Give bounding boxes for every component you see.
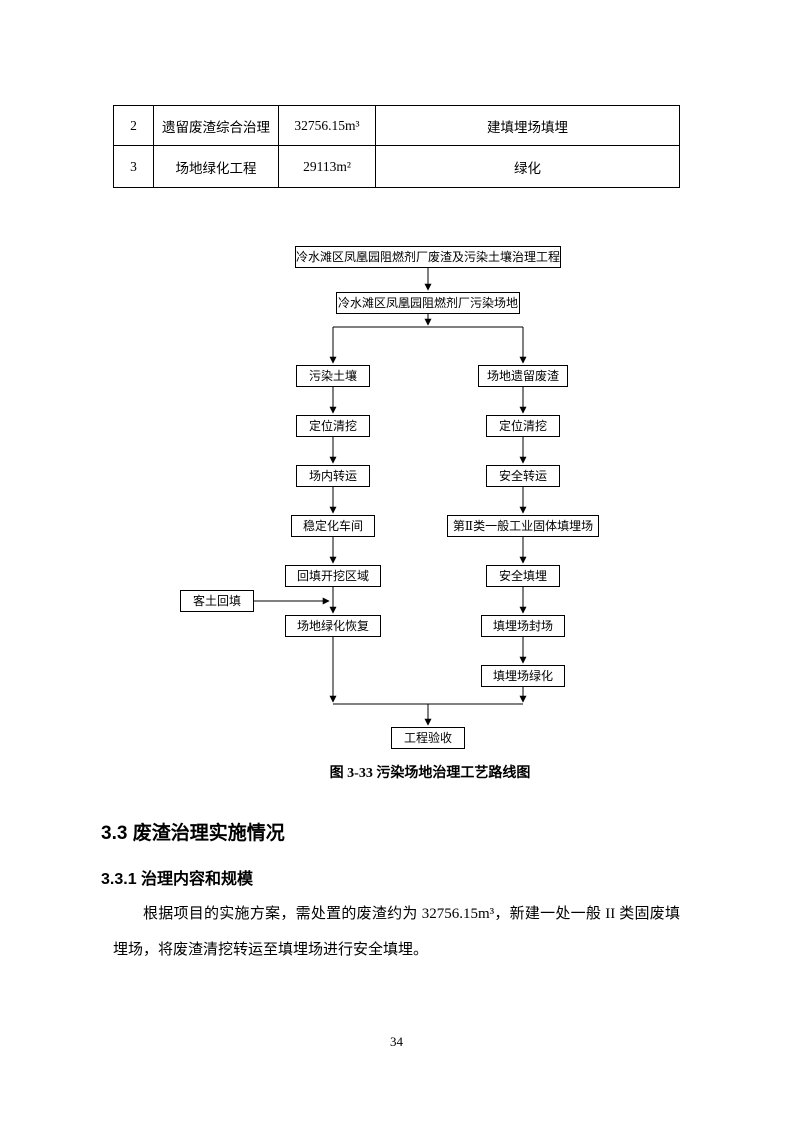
cell-quantity: 32756.15m³	[278, 105, 376, 146]
page-number: 34	[390, 1034, 403, 1049]
figure-caption: 图 3-33 污染场地治理工艺路线图	[329, 766, 531, 781]
flow-node-safe-transfer: 安全转运	[486, 465, 560, 487]
cell-remark: 建填埋场填埋	[375, 105, 680, 146]
flow-node-waste: 场地遗留废渣	[478, 365, 568, 387]
flow-node-clean-soil: 客土回填	[180, 590, 254, 612]
process-flowchart: 冷水滩区凤凰园阻燃剂厂废渣及污染土壤治理工程 冷水滩区凤凰园阻燃剂厂污染场地 污…	[96, 240, 696, 780]
cell-quantity: 29113m²	[278, 145, 376, 188]
flow-node-stabilization: 稳定化车间	[291, 515, 375, 537]
quantities-table: 2 遗留废渣综合治理 32756.15m³ 建填埋场填埋 3 场地绿化工程 29…	[113, 105, 680, 188]
flow-node-soil: 污染土壤	[296, 365, 370, 387]
flow-node-waste-excavate: 定位清挖	[486, 415, 560, 437]
section-heading: 3.3 废渣治理实施情况	[101, 823, 285, 844]
cell-name: 遗留废渣综合治理	[153, 105, 279, 146]
cell-no: 2	[113, 105, 154, 146]
flow-node-site: 冷水滩区凤凰园阻燃剂厂污染场地	[336, 292, 520, 314]
flow-node-safe-landfill: 安全填埋	[486, 565, 560, 587]
flow-connectors	[254, 268, 527, 726]
cell-name: 场地绿化工程	[153, 145, 279, 188]
flow-node-backfill-area: 回填开挖区域	[285, 565, 381, 587]
flow-node-greening: 填埋场绿化	[481, 665, 565, 687]
flow-node-landfill: 第Ⅱ类一般工业固体填埋场	[447, 515, 599, 537]
flow-node-acceptance: 工程验收	[391, 727, 465, 749]
flow-node-revegetation: 场地绿化恢复	[285, 615, 381, 637]
cell-remark: 绿化	[375, 145, 680, 188]
flow-node-closure: 填埋场封场	[481, 615, 565, 637]
flow-node-project: 冷水滩区凤凰园阻燃剂厂废渣及污染土壤治理工程	[295, 246, 561, 268]
subsection-heading: 3.3.1 治理内容和规模	[101, 871, 254, 888]
table-row: 2 遗留废渣综合治理 32756.15m³ 建填埋场填埋	[113, 105, 680, 146]
cell-no: 3	[113, 145, 154, 188]
body-paragraph: 根据项目的实施方案，需处置的废渣约为 32756.15m³，新建一处一般 II …	[113, 906, 680, 958]
flow-node-soil-excavate: 定位清挖	[296, 415, 370, 437]
flow-node-soil-transfer: 场内转运	[296, 465, 370, 487]
table-row: 3 场地绿化工程 29113m² 绿化	[113, 145, 680, 188]
